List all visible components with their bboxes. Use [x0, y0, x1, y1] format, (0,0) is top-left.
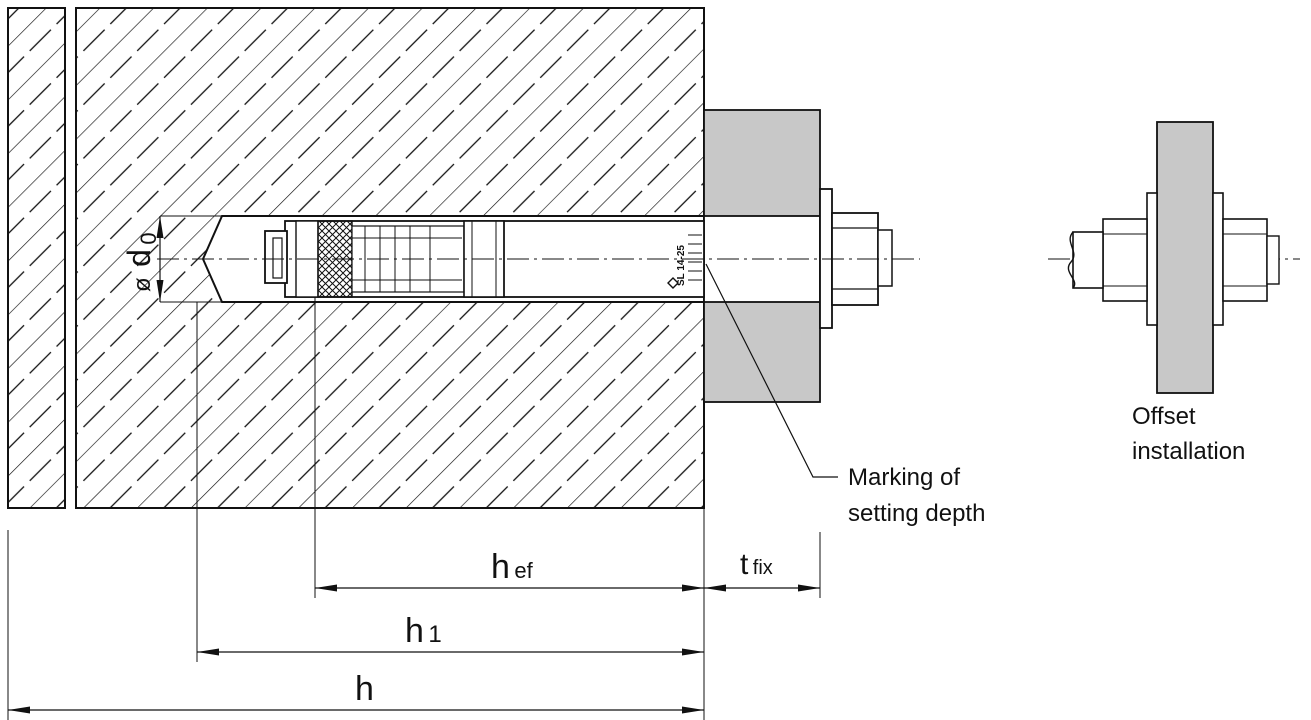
- diameter-main: d: [121, 249, 157, 267]
- hef-label: h ef: [491, 548, 534, 586]
- marking-label-line1: Marking of: [848, 464, 960, 491]
- h1-main: h: [405, 612, 424, 650]
- h-dimension: h: [8, 670, 704, 714]
- bolt-break-icon: [1067, 231, 1076, 289]
- hef-dimension: h ef: [315, 548, 704, 592]
- marking-label-line2: setting depth: [848, 500, 985, 527]
- h1-label: h 1: [405, 612, 442, 650]
- washer-and-nut: [819, 188, 893, 329]
- offset-label-line2: installation: [1132, 438, 1245, 465]
- marking-leader: Marking of setting depth: [705, 263, 985, 527]
- hef-main: h: [491, 548, 510, 586]
- h1-sub: 1: [428, 621, 441, 648]
- diameter-dimension: ø d 0: [121, 215, 222, 303]
- anchor-marking-text: SL 14-25: [676, 245, 687, 286]
- diameter-sub: 0: [136, 232, 161, 244]
- offset-label-line1: Offset: [1132, 403, 1196, 430]
- diameter-label: ø d 0: [121, 232, 161, 292]
- diameter-symbol: ø: [129, 277, 156, 292]
- tfix-label: t fix: [740, 548, 773, 581]
- diamond-mark-icon: [667, 277, 679, 289]
- tfix-dimension: t fix: [704, 548, 820, 592]
- tfix-sub: fix: [753, 557, 773, 579]
- h1-dimension: h 1: [197, 612, 704, 656]
- offset-installation-detail: Offset installation: [1048, 121, 1300, 465]
- h-label: h: [355, 670, 374, 708]
- tfix-main: t: [740, 548, 749, 581]
- setting-depth-marking: [688, 234, 702, 281]
- hef-sub: ef: [514, 558, 533, 583]
